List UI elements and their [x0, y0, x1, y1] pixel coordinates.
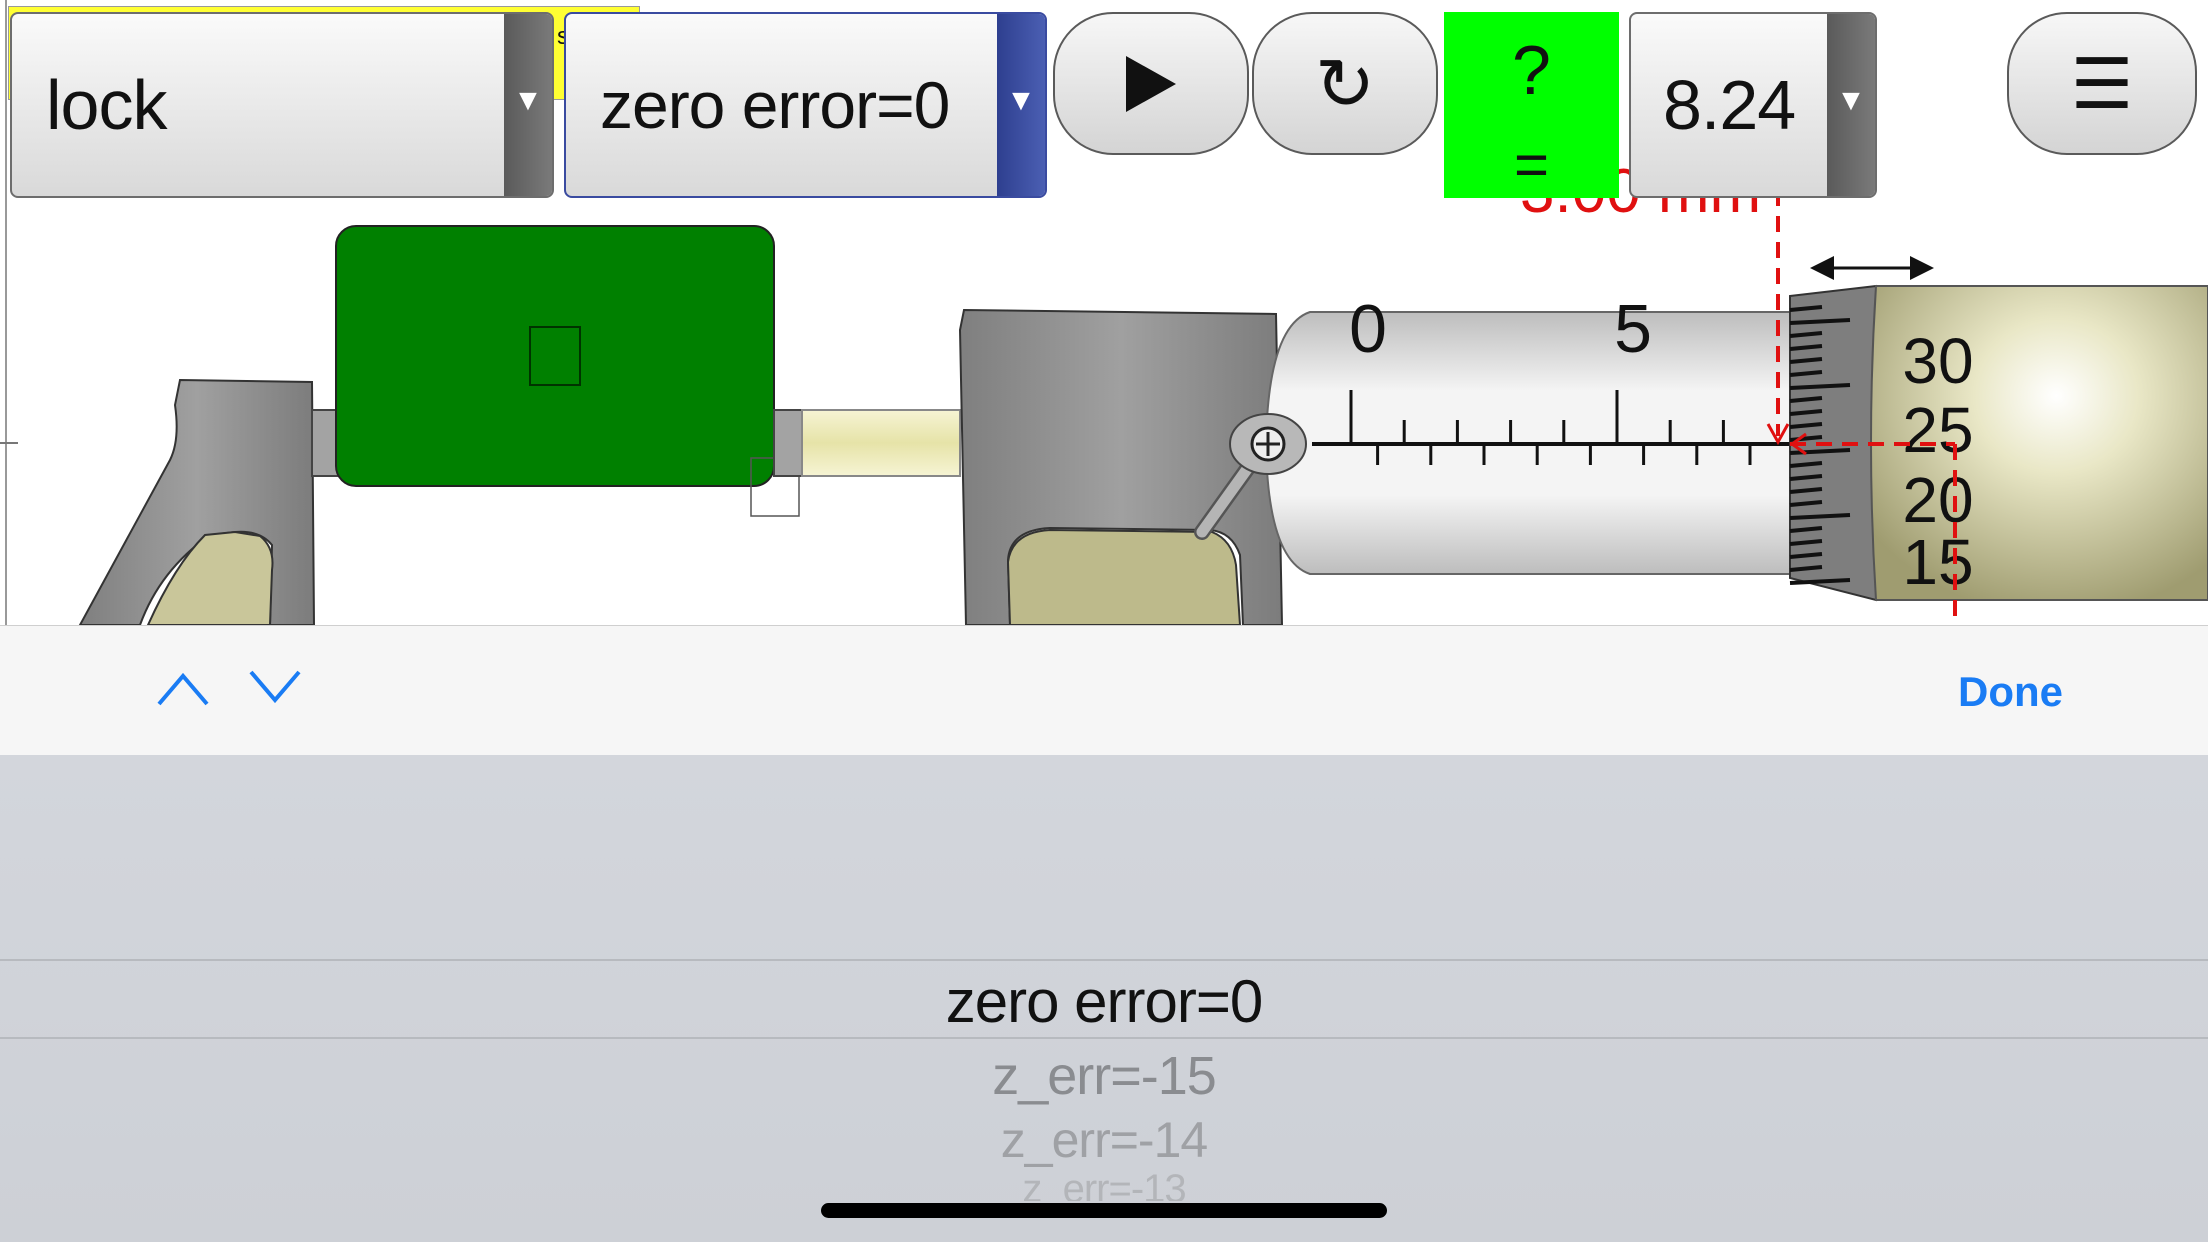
thimble-tick [1789, 318, 1851, 325]
picker-option[interactable]: z_err=-13 [1022, 1167, 1186, 1201]
lock-select[interactable]: lock ▼ [10, 12, 554, 198]
sleeve-label-0: 0 [1349, 291, 1387, 367]
picker-option[interactable]: z_err=-14 [1000, 1112, 1208, 1168]
thimble-tick [1789, 396, 1823, 403]
done-button[interactable]: Done [1958, 668, 2063, 715]
thimble-tick [1789, 500, 1823, 507]
thimble-tick [1789, 435, 1823, 442]
zero-error-select[interactable]: zero error=0 ▼ [564, 12, 1047, 198]
thimble-label-25: 25 [1902, 394, 1973, 466]
menu-button[interactable]: ☰ [2007, 12, 2197, 155]
sleeve-scale [1349, 390, 1752, 465]
frame-left [78, 378, 316, 625]
frame-body-pad [1006, 528, 1242, 625]
chevron-down-icon: ▼ [997, 14, 1045, 196]
thimble-tick [1789, 487, 1823, 494]
lock-select-value: lock [46, 66, 167, 144]
micrometer-drawing: 0 5 30 25 20 15 3.00 mm [0, 0, 2208, 625]
reset-icon: ↻ [1314, 44, 1376, 125]
picker-selected-option[interactable]: zero error=0 [945, 968, 1263, 1035]
hamburger-icon: ☰ [2070, 44, 2134, 123]
thimble-tick [1789, 461, 1823, 468]
thimble-label-20: 20 [1902, 464, 1973, 536]
check-question: ? [1512, 31, 1551, 109]
measured-object[interactable] [335, 225, 775, 487]
thimble[interactable] [1870, 285, 2208, 601]
keyboard-accessory-bar: Done [0, 625, 2208, 756]
thimble-label-30: 30 [1902, 325, 1973, 397]
check-answer-box[interactable]: ? = [1444, 12, 1619, 198]
check-equals: = [1513, 131, 1550, 198]
thimble-tick [1789, 552, 1823, 559]
spindle [801, 409, 961, 477]
reading-select[interactable]: 8.24 ▼ [1629, 12, 1877, 198]
chevron-down-icon: ▼ [504, 14, 552, 196]
play-button[interactable] [1053, 12, 1249, 155]
picker-option[interactable]: z_err=-15 [992, 1046, 1217, 1106]
reset-button[interactable]: ↻ [1252, 12, 1438, 155]
option-picker-wheel[interactable]: zero error=0 z_err=-15 z_err=-14 z_err=-… [0, 755, 2208, 1242]
thimble-tick [1789, 526, 1823, 533]
thimble-label-15: 15 [1902, 526, 1973, 598]
thimble-tick [1789, 474, 1823, 481]
thimble-tick [1789, 383, 1851, 390]
play-icon [1126, 55, 1176, 112]
thimble-tick [1789, 448, 1851, 455]
thimble-tick [1789, 513, 1851, 520]
thimble-tick [1789, 422, 1823, 429]
spindle-end [773, 409, 803, 477]
thimble-tick [1789, 409, 1823, 416]
reading-select-value: 8.24 [1663, 66, 1796, 144]
frame-left-pad [146, 530, 274, 625]
micrometer-simulation: 0 5 30 25 20 15 3.00 mm s [0, 0, 2208, 625]
zero-error-select-value: zero error=0 [600, 68, 950, 142]
thimble-tick [1789, 539, 1823, 546]
home-indicator[interactable] [821, 1203, 1387, 1218]
picker-selection-bottom [0, 1037, 2208, 1039]
chevron-down-icon[interactable] [248, 668, 302, 708]
chevron-up-icon[interactable] [156, 668, 210, 708]
thimble-tick [1789, 357, 1823, 364]
thimble-scale [1789, 305, 1851, 585]
thimble-tick [1789, 305, 1823, 312]
object-handle-center[interactable] [529, 326, 581, 386]
thimble-tick [1789, 370, 1823, 377]
thimble-tick [1789, 331, 1823, 338]
thimble-tick [1789, 565, 1823, 572]
thimble-tick [1789, 344, 1823, 351]
chevron-down-icon: ▼ [1827, 14, 1875, 196]
picker-selection-top [0, 959, 2208, 961]
thimble-tick [1789, 578, 1851, 585]
sleeve-label-5: 5 [1614, 291, 1652, 367]
